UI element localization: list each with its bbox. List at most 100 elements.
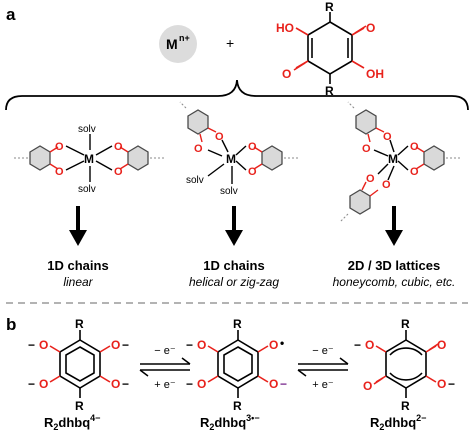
oxygen-label: O [410,166,419,178]
oxygen-label: O [111,377,120,391]
bond [235,160,247,171]
ligand-bond [351,60,365,69]
negative-charge: − [280,377,287,391]
oxygen-label: O [410,141,419,153]
bond [253,163,263,170]
bond [377,163,389,175]
bond [95,160,113,171]
oxygen-label: O [248,166,257,178]
negative-charge: − [122,377,129,391]
bond [387,165,395,181]
oxygen-label: O [365,338,374,352]
negative-charge: − [122,338,129,352]
bond [65,145,85,156]
species-label: R2dhbq3•− [200,413,260,432]
bond [207,375,219,383]
oxygen-label: O [363,379,372,393]
ring-left [29,145,51,171]
panel-a-label: a [6,5,16,24]
r-group: R [401,317,410,331]
bond [65,160,85,171]
equilibrium-top-label: − e⁻ [154,345,176,357]
metal-center: M [388,152,398,166]
oxygen-label: O [114,166,123,178]
bond [199,133,203,143]
ring-right [261,145,283,171]
bond [373,377,384,385]
down-arrow-icon [385,230,403,246]
r-group: R [233,317,242,331]
ligand-r-top: R [325,0,334,14]
chain-dash [179,101,187,109]
forward-arrow-head [339,357,349,365]
negative-charge: − [354,338,361,352]
oxygen-label: O [362,143,371,155]
ligand-structure [293,12,367,84]
equilibrium-arrows [297,357,349,377]
ring-bottom [349,189,371,215]
outcome-title: 2D / 3D lattices [348,258,441,273]
solv-left: solv [186,175,204,186]
bond [99,375,111,383]
bond [49,375,61,383]
bond [99,345,111,353]
grouping-brace [5,79,469,111]
oxygen-label: O [437,377,446,391]
oxygen-label: O [248,141,257,153]
forward-arrow-head [181,357,191,365]
metal-charge: n+ [179,33,190,43]
oxygen-label: O [194,143,203,155]
solv-bottom: solv [78,184,96,195]
oxygen-label: O [39,338,48,352]
bond [207,163,225,177]
oxygen-label: O [366,173,375,185]
solv-top: solv [78,124,96,135]
oxygen-label: O [197,377,206,391]
ring-right [423,145,445,171]
bond [369,189,379,197]
delocalized-arc [389,347,423,356]
negative-charge: − [186,377,193,391]
ligand-bond [354,25,367,34]
complex-lattice: O O O O O O M [339,101,460,223]
equilibrium-bottom-label: + e⁻ [154,379,176,391]
r-group: R [401,399,410,413]
chain-dash [347,101,355,109]
ring-top [355,109,377,135]
ligand-bond [293,62,306,71]
outcome-subtitle: honeycomb, cubic, etc. [333,275,456,289]
species-radical-trianion [207,330,269,398]
bond [221,139,229,153]
bond [119,163,129,170]
bond [375,345,387,353]
oxygen-label: O [55,166,64,178]
oxygen-label: O [437,338,446,352]
chain-dash [339,213,349,223]
bond [367,133,371,143]
species-label: R2dhbq4− [44,413,100,432]
species-tetraanion [49,330,111,398]
bond [361,181,367,191]
oxygen-label: O [215,131,224,143]
bond [373,149,389,157]
oxygen-label: O [383,131,392,143]
down-arrow-icon [69,230,87,246]
bond [397,160,409,171]
species-label: R2dhbq2− [370,413,426,432]
bond [207,345,219,353]
ligand-bond [295,27,309,36]
bond [253,146,263,153]
oxygen-label: O [39,377,48,391]
ring-aromatic-inner [65,346,95,382]
bond [257,345,269,353]
outcome-subtitle: helical or zig-zag [189,275,279,289]
outcome-title: 1D chains [47,258,108,273]
complex-linear: O O O O M solv solv [14,124,164,195]
metal-center: M [226,152,236,166]
ligand-r-bottom: R [325,84,334,98]
bond [49,163,59,170]
oxygen-label: O [269,338,278,352]
bond [257,375,269,383]
ring [385,339,427,389]
solv-bottom: solv [220,186,238,197]
